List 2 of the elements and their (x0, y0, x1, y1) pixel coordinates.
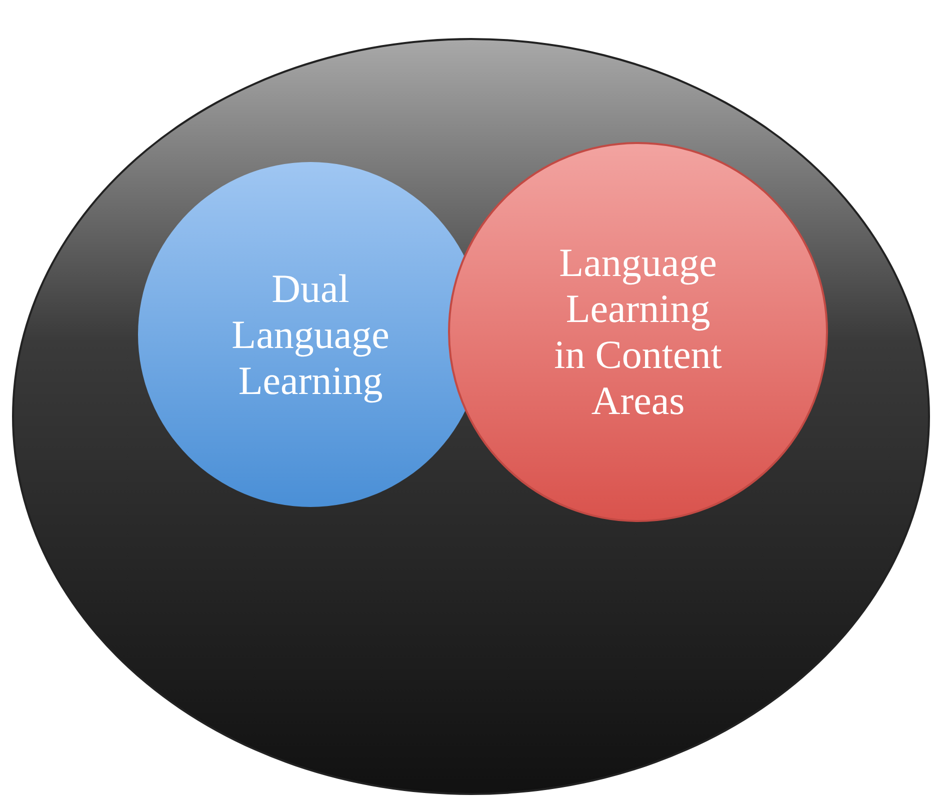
circle-label: Language Learning in Content Areas (553, 240, 723, 424)
circle-label: Dual Language Learning (230, 266, 390, 404)
